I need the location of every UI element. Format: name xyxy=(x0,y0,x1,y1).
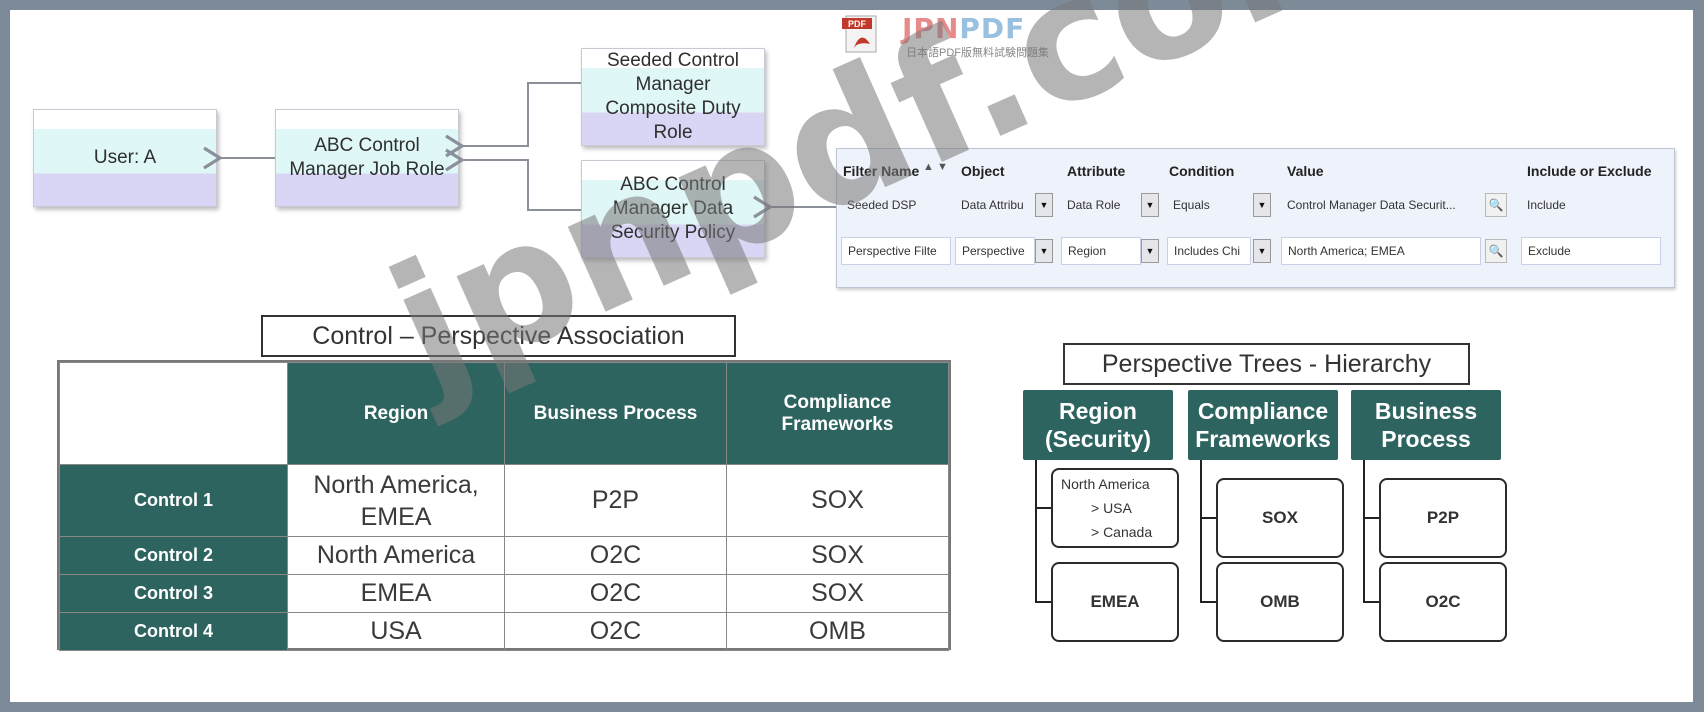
tree-node-omb: OMB xyxy=(1216,562,1344,642)
region-cell: EMEA xyxy=(287,574,505,613)
object-select[interactable]: Perspective xyxy=(955,237,1035,265)
jpnpdf-logo: PDF JPNPDF 日本語PDF版無料試験問題集 xyxy=(842,10,1072,62)
logo-brand: JPNPDF xyxy=(902,12,1026,45)
value-field[interactable]: North America; EMEA xyxy=(1281,237,1481,265)
search-icon[interactable]: 🔍 xyxy=(1485,193,1507,217)
job-role-box: ABC Control Manager Job Role xyxy=(275,109,459,207)
tree-node-emea: EMEA xyxy=(1051,562,1179,642)
framework-cell: SOX xyxy=(725,464,950,537)
include-exclude-cell[interactable]: Include xyxy=(1527,198,1566,212)
trees-title: Perspective Trees - Hierarchy xyxy=(1063,343,1470,385)
node-label: North America xyxy=(1061,476,1150,492)
chevron-down-icon[interactable]: ▼ xyxy=(1141,193,1159,217)
logo-subtitle: 日本語PDF版無料試験問題集 xyxy=(906,47,1049,59)
control-label: Control 1 xyxy=(58,464,289,537)
region-cell: USA xyxy=(287,612,505,651)
table-row: Control 4 USA O2C OMB xyxy=(58,612,950,651)
value-field[interactable]: Control Manager Data Securit... xyxy=(1287,198,1456,212)
region-cell: North America xyxy=(287,536,505,575)
flow-connectors xyxy=(203,82,836,219)
control-label: Control 2 xyxy=(58,536,289,575)
framework-cell: OMB xyxy=(725,612,950,651)
tree-node-sox: SOX xyxy=(1216,478,1344,558)
control-label: Control 4 xyxy=(58,612,289,651)
tree-node-o2c: O2C xyxy=(1379,562,1507,642)
node-child-canada: > Canada xyxy=(1091,524,1153,540)
process-cell: P2P xyxy=(503,464,727,537)
control-label: Control 3 xyxy=(58,574,289,613)
chevron-down-icon[interactable]: ▼ xyxy=(1035,239,1053,263)
diagram-canvas: PDF JPNPDF 日本語PDF版無料試験問題集 User: A ABC Co… xyxy=(10,0,1693,702)
header-compliance-frameworks: Compliance Frameworks xyxy=(725,362,950,465)
process-cell: O2C xyxy=(503,612,727,651)
attribute-select[interactable]: Data Role xyxy=(1067,198,1121,212)
tree-node-p2p: P2P xyxy=(1379,478,1507,558)
data-security-filter-table: Filter Name ▲ ▼ Object Attribute Conditi… xyxy=(836,148,1675,288)
include-exclude-cell[interactable]: Exclude xyxy=(1521,237,1661,265)
framework-cell: SOX xyxy=(725,574,950,613)
table-corner xyxy=(58,362,289,465)
node-child-usa: > USA xyxy=(1091,500,1132,516)
search-icon[interactable]: 🔍 xyxy=(1485,239,1507,263)
filter-name-cell[interactable]: Perspective Filte xyxy=(841,237,951,265)
chevron-down-icon[interactable]: ▼ xyxy=(1253,193,1271,217)
chevron-down-icon[interactable]: ▼ xyxy=(1035,193,1053,217)
process-cell: O2C xyxy=(503,574,727,613)
col-filter-name: Filter Name xyxy=(843,163,920,179)
header-business-process: Business Process xyxy=(503,362,727,465)
control-perspective-table: Region Business Process Compliance Frame… xyxy=(57,360,951,651)
attribute-select[interactable]: Region xyxy=(1061,237,1141,265)
col-attribute: Attribute xyxy=(1067,163,1126,179)
process-cell: O2C xyxy=(503,536,727,575)
col-object: Object xyxy=(961,163,1005,179)
policy-box: ABC Control Manager Data Security Policy xyxy=(581,160,765,258)
col-include-exclude: Include or Exclude xyxy=(1527,163,1652,179)
sort-icon[interactable]: ▲ ▼ xyxy=(923,161,948,173)
chevron-down-icon[interactable]: ▼ xyxy=(1253,239,1271,263)
tree-head-region: Region (Security) xyxy=(1023,390,1173,460)
header-region: Region xyxy=(287,362,505,465)
framework-cell: SOX xyxy=(725,536,950,575)
table-row: Control 2 North America O2C SOX xyxy=(58,536,950,575)
condition-select[interactable]: Includes Chi xyxy=(1167,237,1251,265)
filter-name-cell[interactable]: Seeded DSP xyxy=(847,198,917,212)
table-row: Control 3 EMEA O2C SOX xyxy=(58,574,950,613)
condition-select[interactable]: Equals xyxy=(1173,198,1210,212)
tree-head-process: Business Process xyxy=(1351,390,1501,460)
col-value: Value xyxy=(1287,163,1324,179)
chevron-down-icon[interactable]: ▼ xyxy=(1141,239,1159,263)
association-title: Control – Perspective Association xyxy=(261,315,736,357)
object-select[interactable]: Data Attribu xyxy=(961,198,1024,212)
region-cell: North America, EMEA xyxy=(287,464,505,537)
pdf-file-icon: PDF xyxy=(842,15,877,53)
table-row: Control 1 North America, EMEA P2P SOX xyxy=(58,464,950,537)
pdf-tag: PDF xyxy=(848,19,867,29)
user-box: User: A xyxy=(33,109,217,207)
tree-head-compliance: Compliance Frameworks xyxy=(1188,390,1338,460)
duty-role-box: Seeded Control Manager Composite Duty Ro… xyxy=(581,48,765,146)
tree-node-north-america: North America > USA > Canada xyxy=(1051,468,1179,548)
col-condition: Condition xyxy=(1169,163,1235,179)
